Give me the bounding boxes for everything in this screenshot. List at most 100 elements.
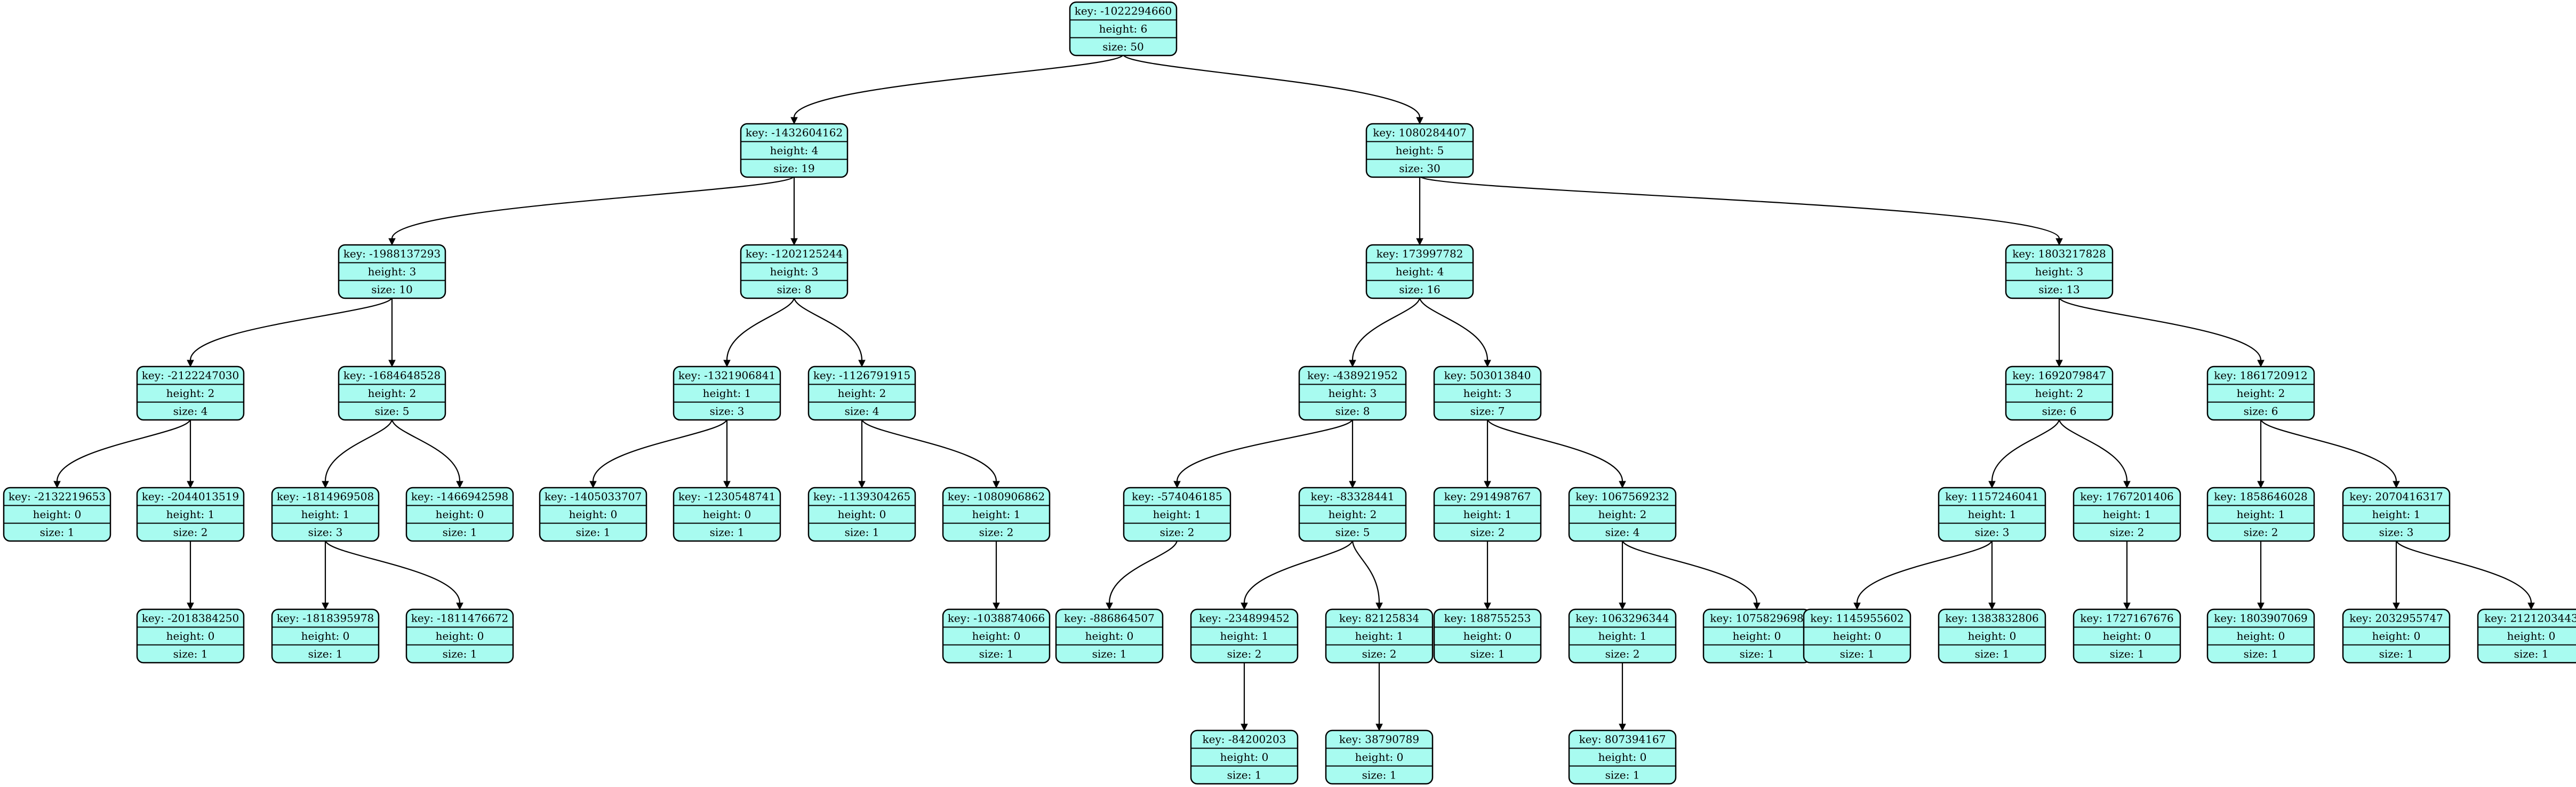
- node-height-label: height: 1: [166, 508, 215, 521]
- node-height-label: height: 1: [2237, 508, 2285, 521]
- node-size-label: size: 2: [173, 526, 208, 538]
- edge-n3-n7: [1419, 175, 2060, 239]
- node-box: [1325, 608, 1434, 664]
- edge-n6-n12: [1351, 297, 1421, 361]
- node-box: [1568, 608, 1677, 664]
- node-size-label: size: 3: [1975, 526, 2010, 538]
- edge-n31-n47: [2395, 539, 2532, 603]
- node-key-label: key: -1432604162: [746, 126, 843, 139]
- tree-node: key: 38790789 height: 0 size: 1: [1325, 729, 1434, 785]
- edge-arrowhead: [2055, 360, 2063, 368]
- node-size-label: size: 1: [1605, 768, 1640, 781]
- edge-arrowhead: [322, 602, 329, 610]
- node-size-label: size: 5: [375, 404, 410, 417]
- node-key-label: key: -886864507: [1064, 612, 1155, 625]
- node-box: [271, 487, 380, 542]
- node-size-label: size: 7: [1470, 404, 1505, 417]
- edge-arrowhead: [1753, 602, 1761, 610]
- node-key-label: key: 1145955602: [1810, 612, 1904, 625]
- node-key-label: key: 1858646028: [2214, 490, 2308, 503]
- node-box: [740, 244, 849, 299]
- node-size-label: size: 3: [710, 404, 745, 417]
- node-box: [338, 365, 446, 421]
- node-height-label: height: 0: [1598, 751, 1647, 764]
- edge-n18-n34: [324, 539, 461, 603]
- node-size-label: size: 1: [1740, 647, 1774, 660]
- node-box: [2477, 608, 2576, 664]
- node-size-label: size: 2: [1227, 647, 1262, 660]
- node-key-label: key: 38790789: [1339, 733, 1419, 746]
- edge-arrowhead: [1416, 117, 1423, 125]
- node-key-label: key: -1814969508: [277, 490, 374, 503]
- edge-arrowhead: [1106, 602, 1113, 610]
- node-size-label: size: 1: [2244, 647, 2278, 660]
- edge-arrowhead: [1375, 602, 1383, 610]
- node-key-label: key: 807394167: [1579, 733, 1666, 746]
- node-height-label: height: 5: [1396, 144, 1444, 157]
- node-box: [942, 608, 1051, 664]
- node-size-label: size: 1: [2110, 647, 2145, 660]
- node-height-label: height: 1: [1968, 508, 2017, 521]
- node-size-label: size: 1: [443, 647, 477, 660]
- node-size-label: size: 4: [845, 404, 879, 417]
- node-size-label: size: 19: [773, 162, 815, 174]
- node-box: [1365, 123, 1474, 178]
- edge-n5-n10: [726, 297, 795, 361]
- node-size-label: size: 50: [1102, 40, 1144, 53]
- node-size-label: size: 6: [2244, 404, 2278, 417]
- node-box: [1568, 487, 1677, 542]
- edge-arrowhead: [589, 481, 597, 489]
- node-height-label: height: 0: [1355, 751, 1404, 764]
- node-key-label: key: -1818395978: [277, 612, 374, 625]
- node-box: [2342, 487, 2451, 542]
- edge-n27-n41: [1621, 539, 1758, 603]
- edge-arrowhead: [2055, 238, 2063, 246]
- node-key-label: key: 1063296344: [1575, 612, 1669, 625]
- node-box: [2005, 365, 2114, 421]
- node-size-label: size: 2: [1362, 647, 1397, 660]
- node-box: [807, 487, 916, 542]
- node-size-label: size: 1: [845, 526, 879, 538]
- node-box: [1803, 608, 1911, 664]
- node-box: [1325, 729, 1434, 785]
- node-size-label: size: 3: [2379, 526, 2414, 538]
- node-height-label: height: 3: [368, 265, 417, 278]
- node-height-label: height: 1: [1463, 508, 1512, 521]
- node-box: [1938, 487, 2046, 542]
- node-height-label: height: 0: [1833, 630, 1882, 642]
- node-size-label: size: 1: [576, 526, 611, 538]
- node-key-label: key: -1466942598: [411, 490, 508, 503]
- node-size-label: size: 1: [1362, 768, 1397, 781]
- node-key-label: key: 2070416317: [2349, 490, 2443, 503]
- node-box: [136, 608, 245, 664]
- node-key-label: key: 2121203443: [2484, 612, 2576, 625]
- node-size-label: size: 4: [173, 404, 208, 417]
- node-size-label: size: 1: [173, 647, 208, 660]
- edge-arrowhead: [2123, 602, 2131, 610]
- node-key-label: key: -1139304265: [813, 490, 910, 503]
- node-height-label: height: 0: [166, 630, 215, 642]
- node-size-label: size: 10: [371, 283, 413, 296]
- edge-n12-n24: [1176, 418, 1354, 482]
- node-key-label: key: 1803217828: [2012, 248, 2106, 260]
- edge-arrowhead: [2527, 602, 2535, 610]
- edge-arrowhead: [858, 360, 866, 368]
- edge-n6-n13: [1419, 297, 1489, 361]
- node-height-label: height: 3: [1329, 387, 1377, 400]
